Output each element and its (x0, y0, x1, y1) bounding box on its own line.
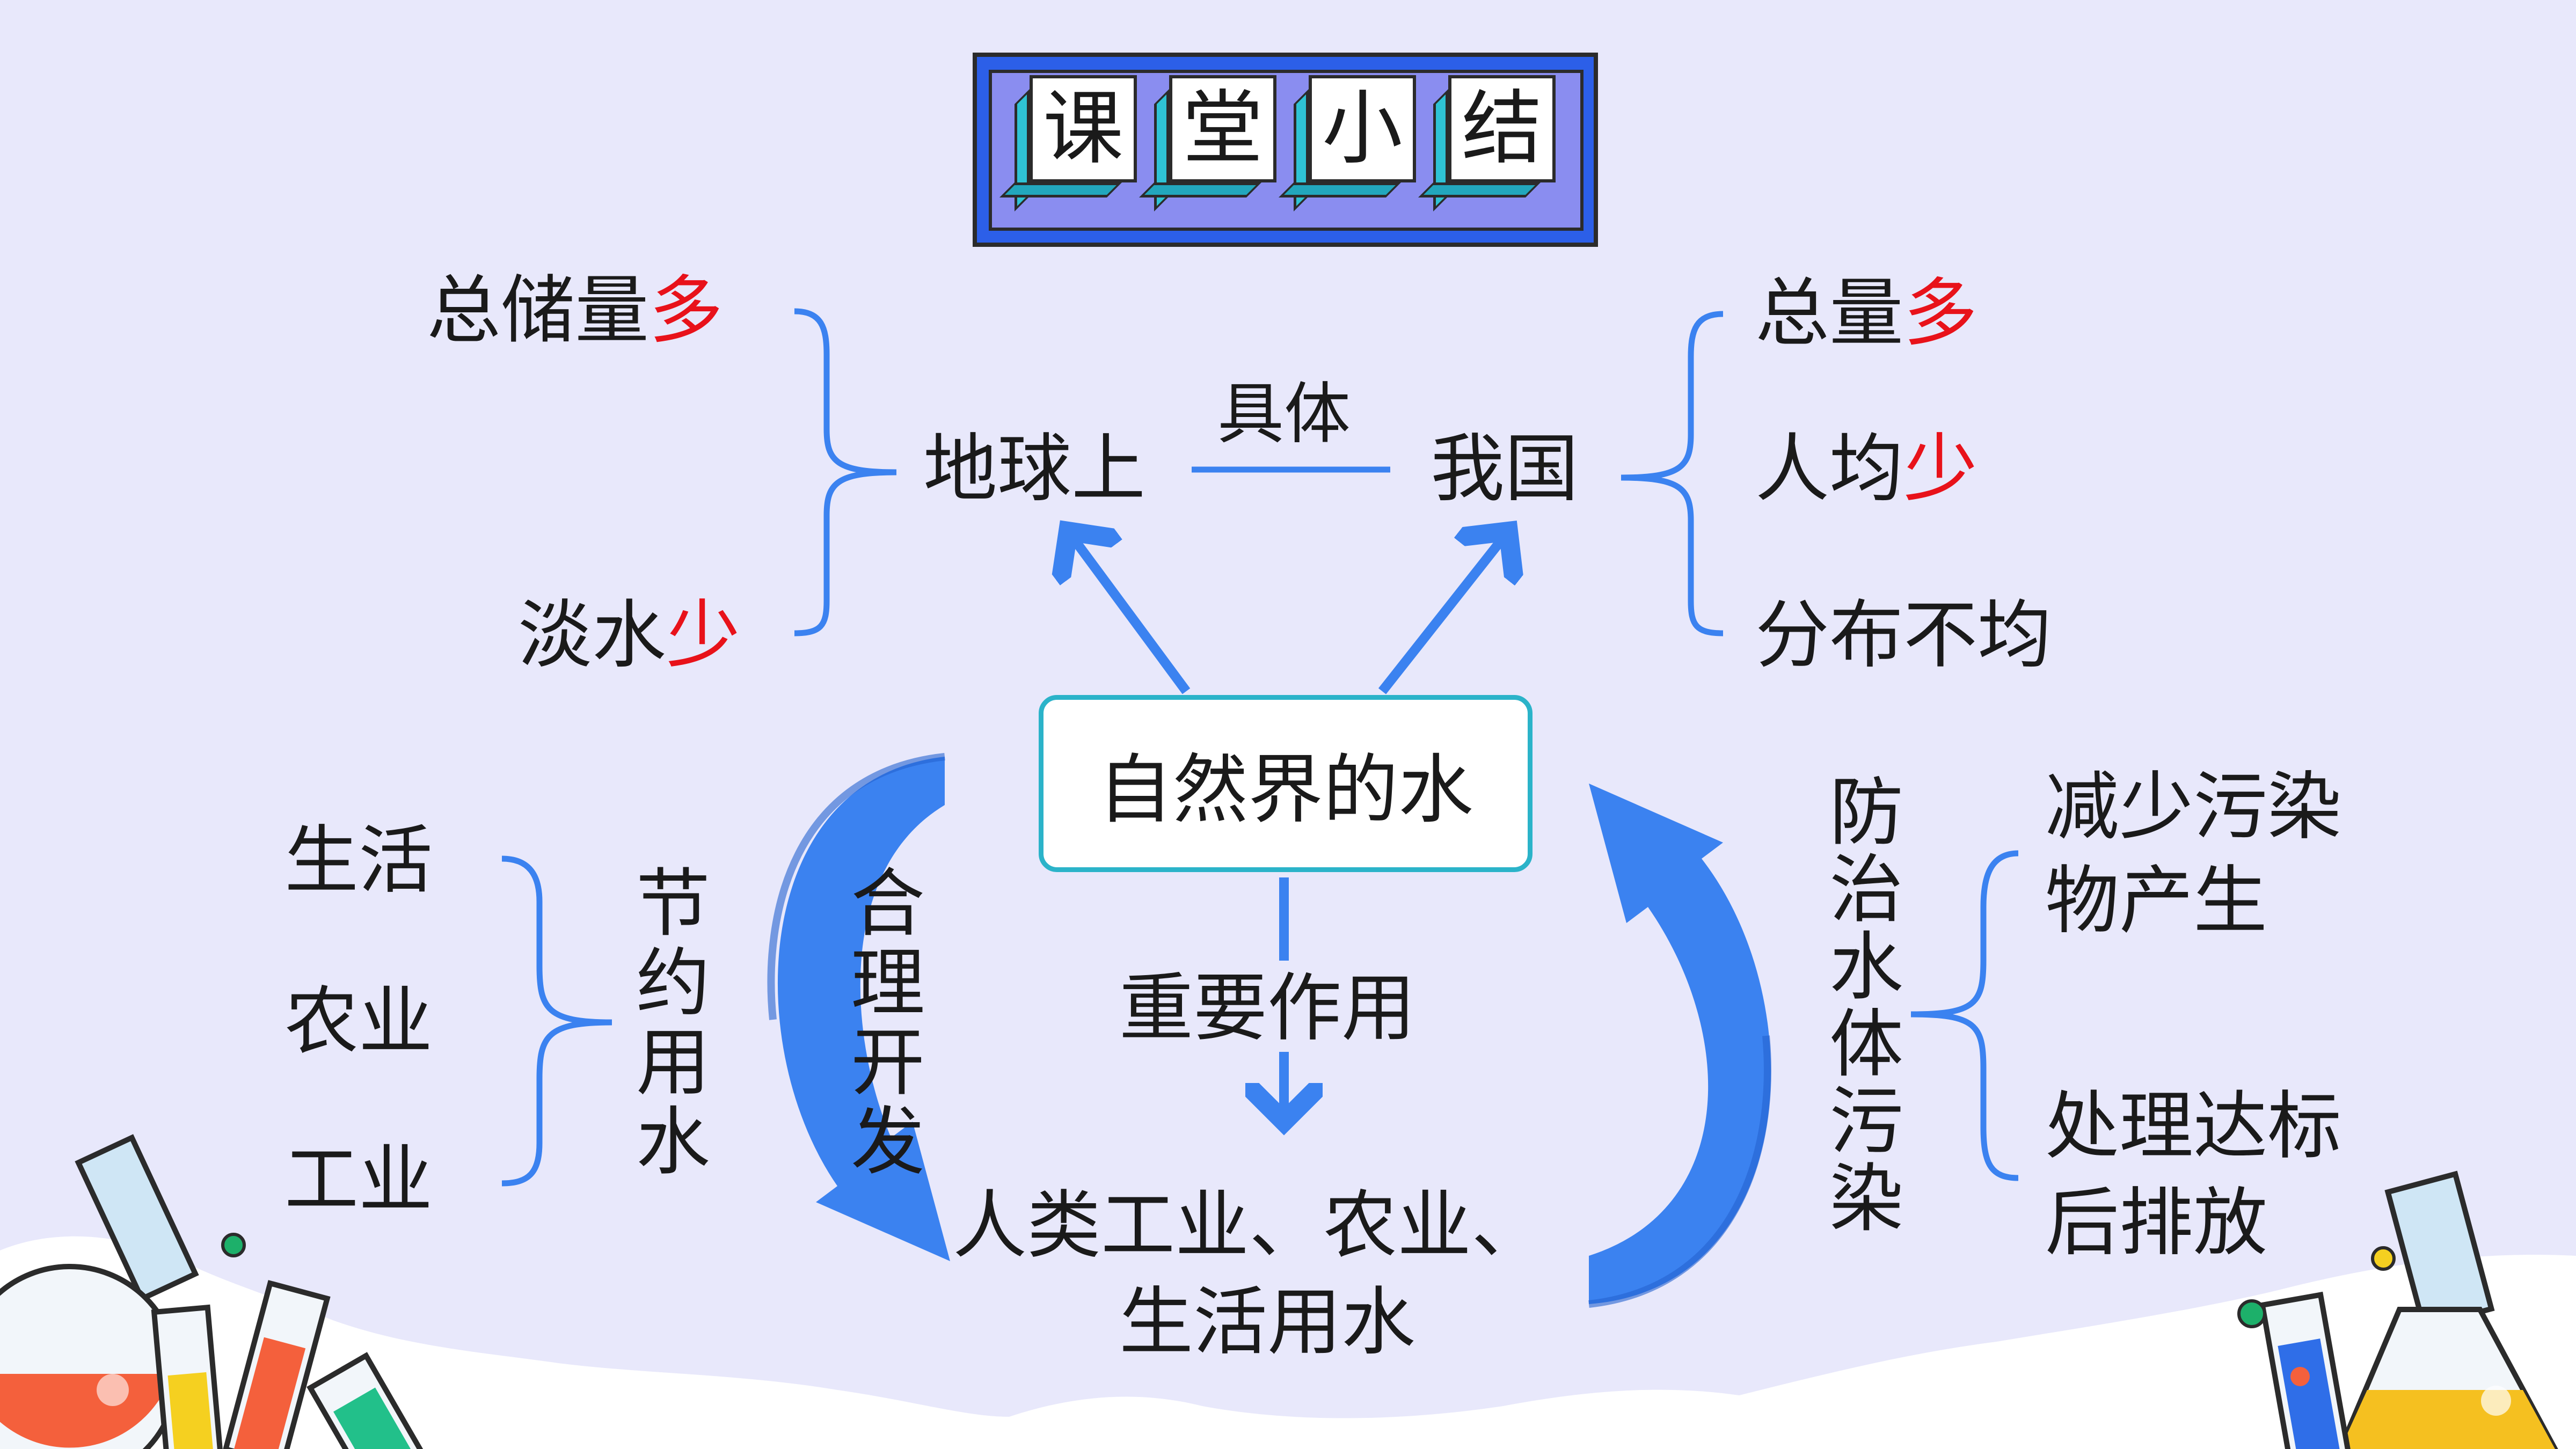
title-tile-3: 小 (1279, 75, 1416, 211)
earth-total: 总储量多 (427, 267, 724, 354)
save-label: 节约用水 (623, 864, 710, 1182)
save-item-agri: 农业 (284, 978, 433, 1065)
brace-prevent (1910, 850, 2019, 1181)
title-char: 结 (1448, 75, 1556, 182)
usage-line2: 生活用水 (1119, 1279, 1416, 1365)
center-label: 自然界的水 (1097, 747, 1473, 834)
usage-line1: 人类工业、农业、 (953, 1182, 1546, 1269)
brace-save (501, 855, 612, 1187)
test-tubes-left-icon (151, 1280, 434, 1449)
brace-earth (794, 308, 897, 636)
link-label: 具体 (1217, 376, 1351, 453)
center-node: 自然界的水 (1039, 695, 1533, 872)
curve-arrow-prevent (1589, 784, 1771, 1304)
arrow-to-earth (1068, 531, 1191, 694)
earth-label: 地球上 (923, 426, 1146, 512)
flask-right-icon (2337, 1170, 2558, 1449)
title-tile-1: 课 (999, 75, 1137, 211)
curve-arrow-develop (777, 757, 950, 1261)
role-label: 重要作用 (1119, 965, 1416, 1051)
save-item-industry: 工业 (284, 1137, 433, 1223)
green-dot-right (2237, 1299, 2266, 1328)
cloud-ground (0, 1236, 2576, 1449)
title-char: 课 (1030, 75, 1137, 182)
earth-fresh: 淡水少 (518, 592, 741, 678)
green-dot-left (221, 1233, 246, 1257)
yellow-dot-right (2371, 1246, 2396, 1271)
develop-label: 合理开发 (838, 864, 924, 1182)
china-distribution: 分布不均 (1755, 592, 2052, 678)
china-total: 总量多 (1755, 270, 1978, 356)
flask-left-icon (0, 1134, 199, 1449)
red-dot-right (2290, 1367, 2310, 1386)
prevent-item-2-line1: 处理达标 (2045, 1083, 2342, 1169)
prevent-item-1-line2: 物产生 (2045, 858, 2268, 944)
china-per-capita: 人均少 (1755, 426, 1978, 512)
prevent-item-1-line1: 减少污染 (2045, 764, 2342, 850)
prevent-item-2-line2: 后排放 (2045, 1180, 2268, 1266)
title-tile-4: 结 (1418, 75, 1556, 211)
prevent-label: 防治水体污染 (1816, 773, 1903, 1236)
title-char: 小 (1309, 75, 1416, 182)
arrow-to-china (1378, 531, 1508, 694)
brace-china (1621, 311, 1724, 636)
title-char: 堂 (1169, 75, 1276, 182)
title-tile-2: 堂 (1139, 75, 1276, 211)
china-label: 我国 (1431, 426, 1579, 512)
save-item-life: 生活 (284, 817, 433, 904)
